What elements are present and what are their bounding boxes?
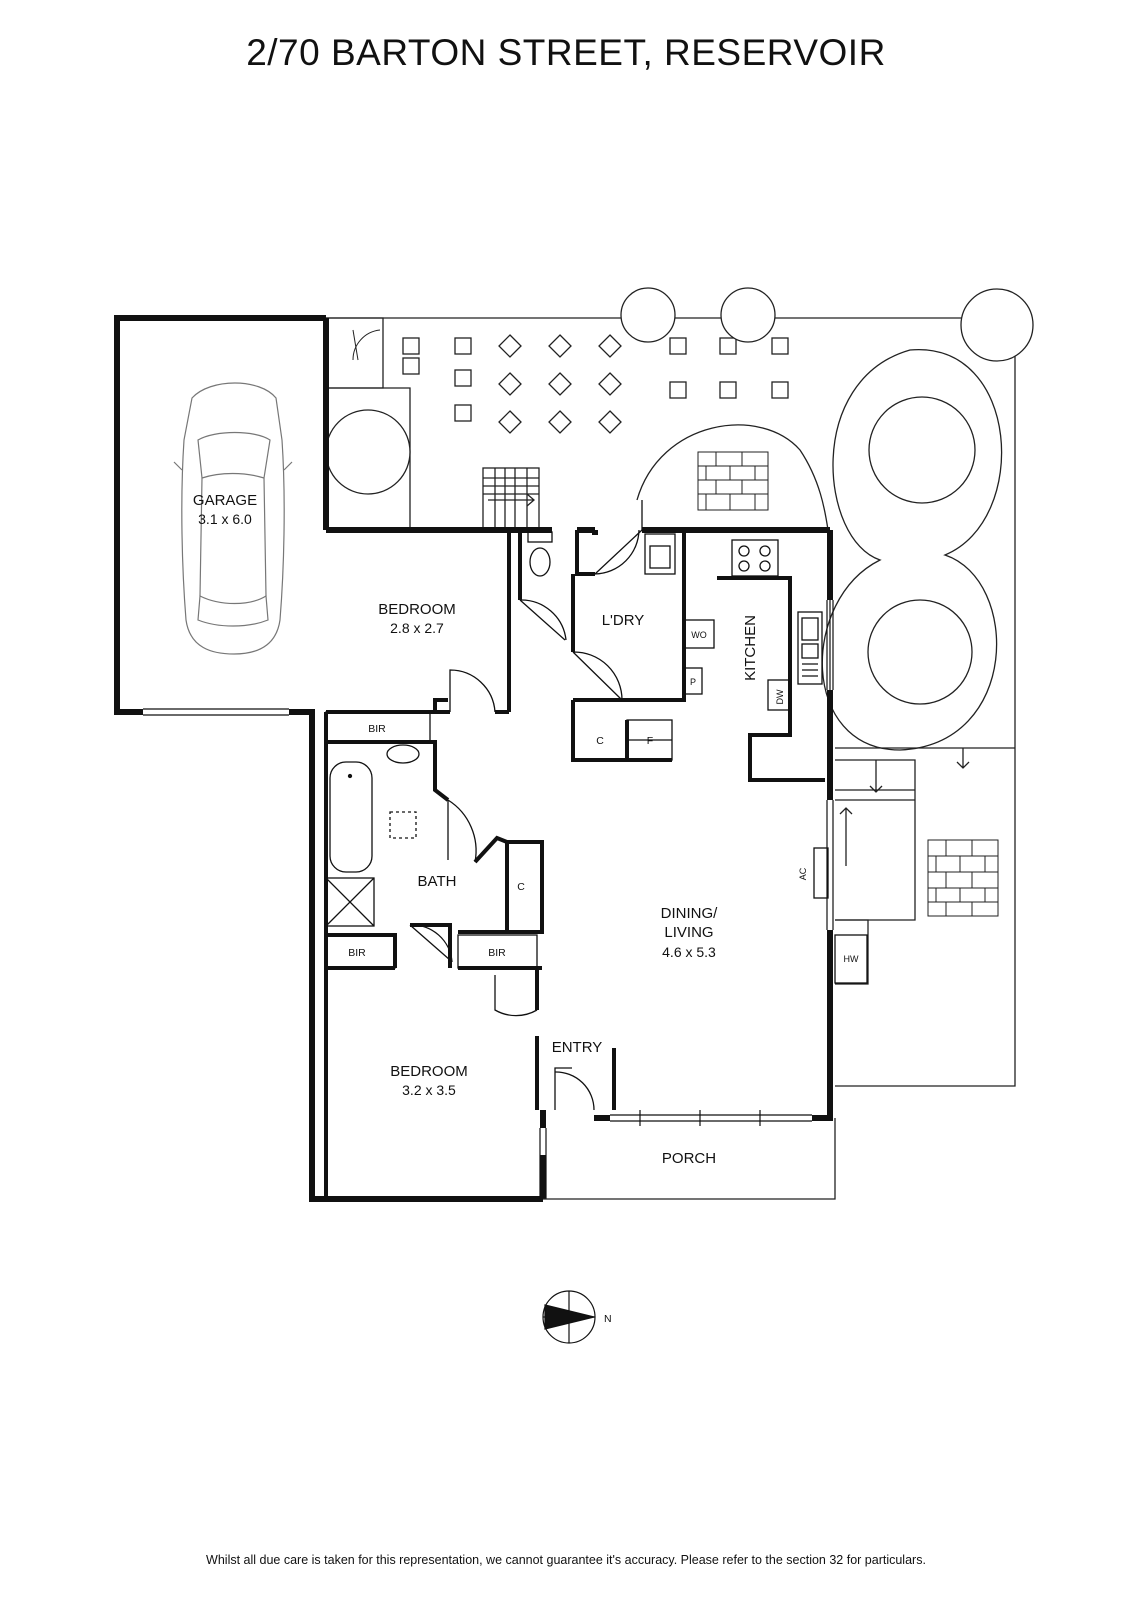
car-icon	[173, 382, 293, 655]
doors	[409, 500, 672, 1111]
hot-water-icon	[834, 934, 868, 984]
toilet-cistern-icon	[527, 531, 553, 543]
compass-icon	[542, 1290, 596, 1344]
windows	[539, 600, 834, 1199]
fixtures	[325, 531, 868, 984]
ac-label: AC	[798, 867, 808, 880]
bedroom-1-label: BEDROOM	[378, 601, 456, 618]
dining-living-size: 4.6 x 5.3	[662, 944, 716, 960]
shower-icon	[325, 877, 375, 927]
bedroom-2-size: 3.2 x 3.5	[402, 1082, 456, 1098]
bir-top-label: BIR	[368, 723, 386, 735]
bedroom-1-size: 2.8 x 2.7	[390, 620, 444, 636]
kitchen-label: KITCHEN	[742, 615, 759, 681]
ac-unit-icon	[813, 847, 829, 899]
dining-living-label-line2: LIVING	[664, 924, 713, 941]
fixture-labels: BIR BIR BIR C F C WO P DW AC HW	[348, 630, 859, 964]
dishwasher-label: DW	[775, 689, 785, 704]
bedroom-2-label: BEDROOM	[390, 1063, 468, 1080]
cooktop-icon	[731, 539, 779, 577]
garage-label: GARAGE	[193, 492, 257, 509]
garage-size: 3.1 x 6.0	[198, 511, 252, 527]
entry-label: ENTRY	[552, 1039, 603, 1056]
room-labels: GARAGE 3.1 x 6.0 BEDROOM 2.8 x 2.7 L'DRY…	[193, 492, 759, 1167]
fridge-label: F	[647, 735, 653, 747]
hot-water-label: HW	[844, 954, 859, 964]
porch-outline	[543, 1118, 836, 1200]
cupboard-1-label: C	[596, 735, 604, 747]
disclaimer-text: Whilst all due care is taken for this re…	[206, 1553, 926, 1567]
exterior-walls	[114, 315, 833, 1202]
bir-left-label: BIR	[348, 947, 366, 959]
cupboard-2-label: C	[517, 881, 525, 893]
plan-title: 2/70 BARTON STREET, RESERVOIR	[246, 32, 886, 73]
wall-oven-label: WO	[691, 630, 707, 640]
pantry-label: P	[690, 677, 696, 687]
porch-label: PORCH	[662, 1150, 716, 1167]
bath-label: BATH	[418, 873, 457, 890]
basin-icon	[386, 744, 420, 764]
compass-north-label: N	[604, 1313, 612, 1325]
toilet-bowl-icon	[529, 547, 551, 577]
bathtub-icon	[329, 761, 373, 873]
kitchen-sink-icon	[797, 611, 823, 685]
trees	[325, 287, 1034, 495]
dining-living-label: DINING/	[661, 905, 719, 922]
laundry-label: L'DRY	[602, 612, 645, 629]
garage-window	[143, 708, 289, 716]
bir-mid-label: BIR	[488, 947, 506, 959]
laundry-trough-icon	[644, 533, 676, 575]
